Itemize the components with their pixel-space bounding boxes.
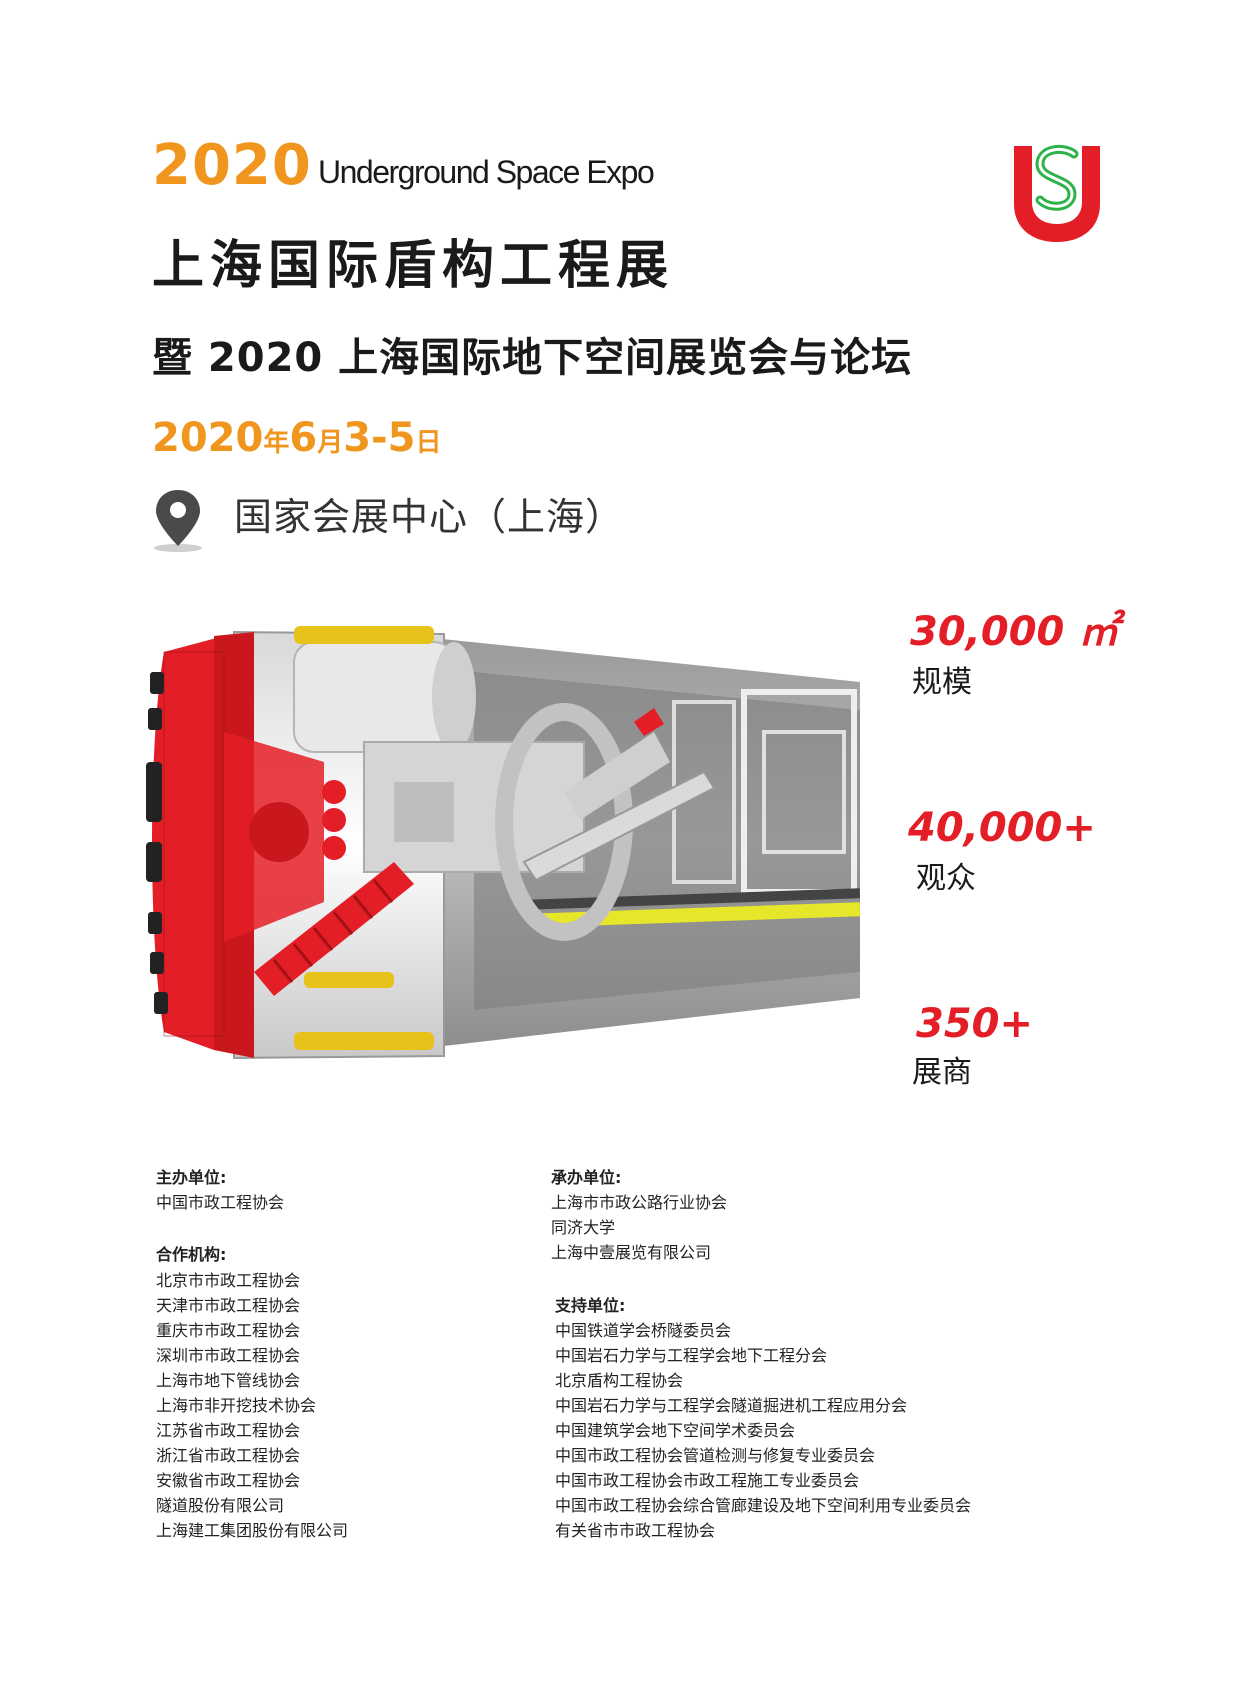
support-list: 中国铁道学会桥隧委员会 中国岩石力学与工程学会地下工程分会 北京盾构工程协会 中… bbox=[555, 1318, 971, 1543]
expo-year: 2020 bbox=[152, 133, 312, 198]
list-item: 上海市市政公路行业协会 bbox=[551, 1193, 728, 1212]
list-item: 北京市市政工程协会 bbox=[156, 1271, 301, 1290]
date-year-unit: 年 bbox=[263, 428, 290, 458]
cooperation-list: 北京市市政工程协会 天津市市政工程协会 重庆市市政工程协会 深圳市市政工程协会 … bbox=[156, 1268, 348, 1543]
list-item: 中国市政工程协会综合管廊建设及地下空间利用专业委员会 bbox=[555, 1496, 972, 1515]
list-item: 中国建筑学会地下空间学术委员会 bbox=[555, 1421, 796, 1440]
list-item: 上海中壹展览有限公司 bbox=[551, 1243, 712, 1262]
expo-english-title: Underground Space Expo bbox=[318, 154, 655, 190]
list-item: 浙江省市政工程协会 bbox=[156, 1446, 301, 1465]
list-item: 北京盾构工程协会 bbox=[555, 1371, 684, 1390]
stat-visitors-label: 观众 bbox=[916, 861, 976, 896]
list-item: 上海市非开挖技术协会 bbox=[156, 1396, 317, 1415]
host-heading: 主办单位: bbox=[156, 1168, 227, 1187]
list-item: 江苏省市政工程协会 bbox=[156, 1421, 301, 1440]
host-list: 中国市政工程协会 bbox=[156, 1190, 284, 1215]
page-title: 上海国际盾构工程展 bbox=[152, 236, 675, 296]
list-item: 深圳市市政工程协会 bbox=[156, 1346, 301, 1365]
date-year: 2020 bbox=[152, 415, 264, 461]
stat-area-value: 30,000 ㎡ bbox=[910, 609, 1119, 655]
list-item: 中国铁道学会桥隧委员会 bbox=[555, 1321, 732, 1340]
page-subtitle: 暨 2020 上海国际地下空间展览会与论坛 bbox=[152, 335, 913, 381]
list-item: 上海市地下管线协会 bbox=[156, 1371, 301, 1390]
stat-exhibitors-label: 展商 bbox=[912, 1055, 972, 1090]
list-item: 同济大学 bbox=[551, 1218, 616, 1237]
list-item: 中国市政工程协会 bbox=[156, 1193, 285, 1212]
date-month-unit: 月 bbox=[317, 428, 344, 458]
venue-name: 国家会展中心（上海） bbox=[234, 495, 625, 539]
list-item: 上海建工集团股份有限公司 bbox=[156, 1521, 349, 1540]
list-item: 有关省市市政工程协会 bbox=[555, 1521, 716, 1540]
organizer-list: 上海市市政公路行业协会 同济大学 上海中壹展览有限公司 bbox=[551, 1190, 727, 1265]
stat-area-label: 规模 bbox=[912, 665, 972, 700]
expo-date: 2020年6月3-5日 bbox=[152, 418, 441, 458]
list-item: 中国岩石力学与工程学会地下工程分会 bbox=[555, 1346, 828, 1365]
list-item: 天津市市政工程协会 bbox=[156, 1296, 301, 1315]
cooperation-heading: 合作机构: bbox=[156, 1245, 227, 1264]
tunnel-boring-machine-illustration bbox=[146, 626, 860, 1060]
date-month: 6 bbox=[289, 415, 318, 461]
date-day-unit: 日 bbox=[415, 428, 442, 458]
date-days: 3-5 bbox=[343, 415, 416, 461]
list-item: 重庆市市政工程协会 bbox=[156, 1321, 301, 1340]
stat-visitors-value: 40,000+ bbox=[908, 805, 1096, 851]
list-item: 隧道股份有限公司 bbox=[156, 1496, 285, 1515]
stat-exhibitors-value: 350+ bbox=[916, 1001, 1034, 1047]
us-logo-icon bbox=[1014, 144, 1100, 242]
list-item: 安徽省市政工程协会 bbox=[156, 1471, 301, 1490]
organizer-heading: 承办单位: bbox=[551, 1168, 622, 1187]
list-item: 中国市政工程协会管道检测与修复专业委员会 bbox=[555, 1446, 876, 1465]
location-pin-icon bbox=[154, 490, 202, 552]
support-heading: 支持单位: bbox=[555, 1296, 626, 1315]
list-item: 中国市政工程协会市政工程施工专业委员会 bbox=[555, 1471, 860, 1490]
list-item: 中国岩石力学与工程学会隧道掘进机工程应用分会 bbox=[555, 1396, 908, 1415]
